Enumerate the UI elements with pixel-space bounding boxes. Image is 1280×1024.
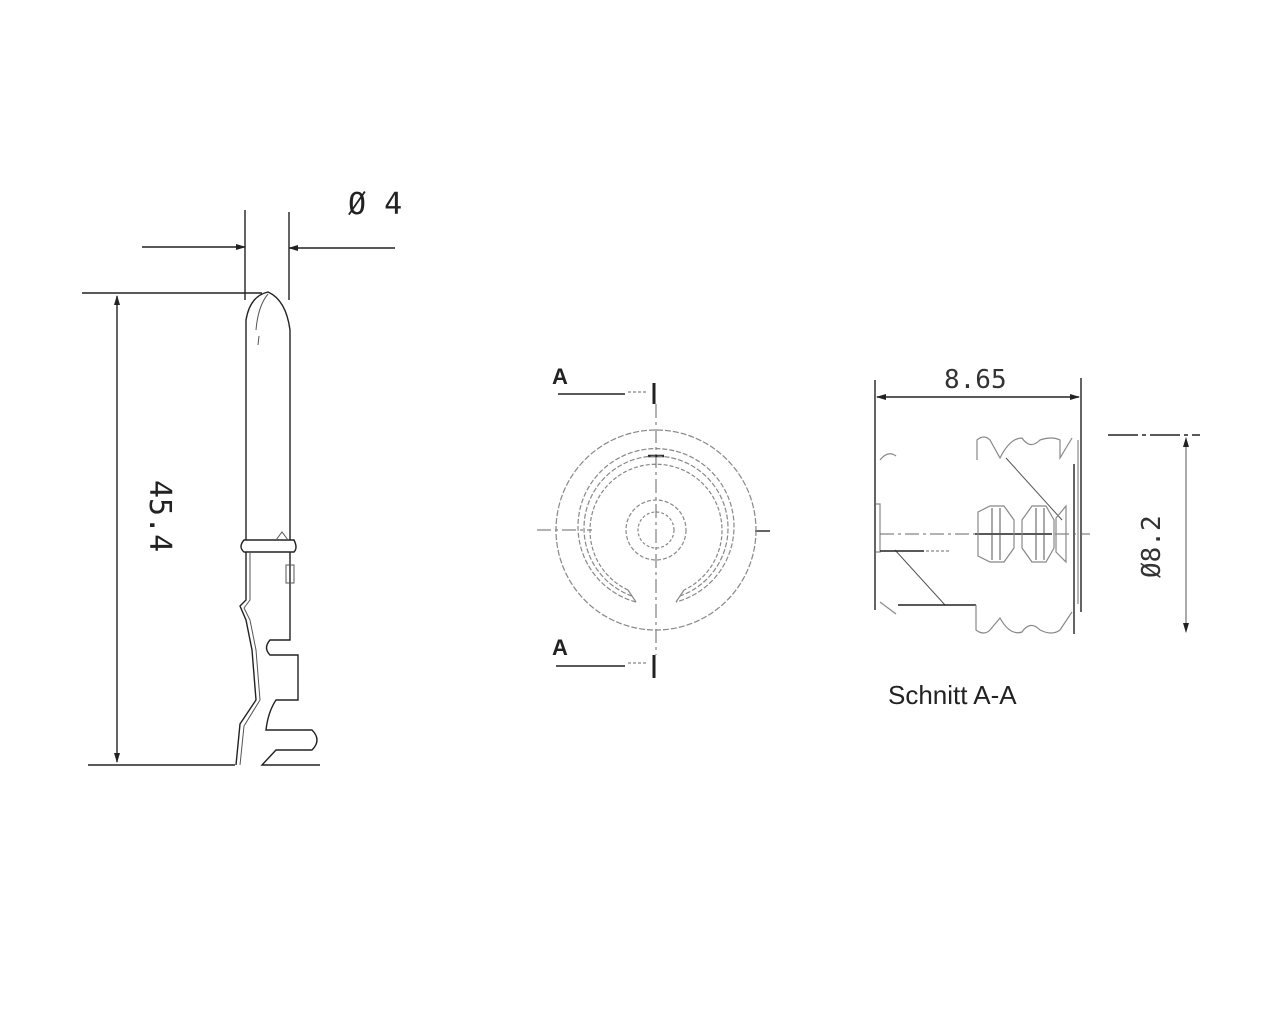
seal-section-view: 8.65 Ø8.2 (874, 365, 1200, 710)
seal-front-view: A A (537, 364, 770, 678)
pin-length-label: 45.4 (142, 480, 177, 552)
pin-diameter-dimension: Ø 4 (142, 187, 402, 300)
section-caption: Schnitt A-A (888, 680, 1017, 710)
section-mark-top: A (552, 364, 568, 389)
seal-profile (876, 436, 1090, 634)
pin-side-view: Ø 4 45.4 (82, 187, 402, 766)
pin-outline (235, 291, 320, 766)
section-mark-bottom: A (552, 635, 568, 660)
section-diameter-label: Ø8.2 (1137, 515, 1167, 578)
pin-diameter-label: Ø 4 (348, 187, 402, 222)
section-width-label: 8.65 (944, 365, 1007, 395)
pin-length-dimension: 45.4 (82, 292, 262, 766)
